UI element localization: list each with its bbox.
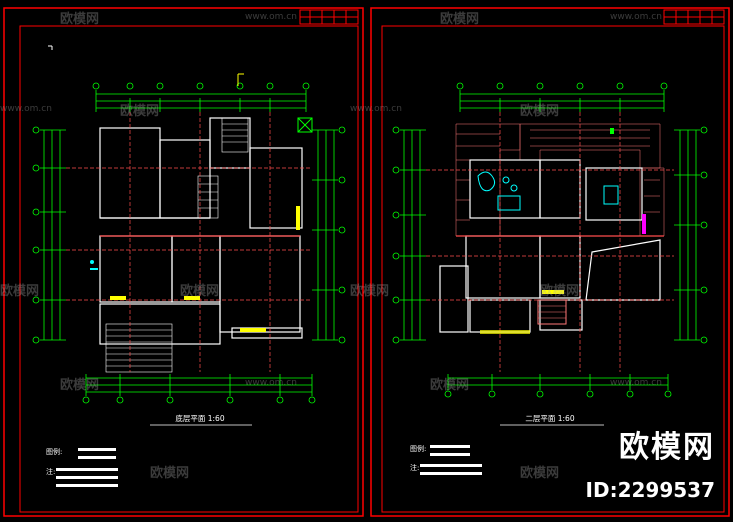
left-sheet-border [3,7,364,517]
watermark-logo: 欧模网 [0,284,40,299]
left-interior-grid [66,112,312,372]
brand-id-text: ID:2299537 [585,478,715,502]
left-accents [48,45,313,332]
watermark-url: www.om.cn [0,104,52,114]
left-legend-swatch-2 [78,456,116,459]
right-sheet: 二层平面 1:60 图例: 注: [370,7,730,517]
watermark-logo: 欧模网 [440,12,480,27]
right-dimensions-side-right [674,129,700,341]
watermark-logo: 欧模网 [180,284,220,299]
right-legend-swatch-2 [430,453,470,456]
watermark-url: www.om.cn [245,12,297,22]
left-grid-axes [32,82,346,404]
left-note-line-3 [56,484,118,487]
right-dimensions-bottom [447,374,669,390]
watermark-logo: 欧模网 [350,284,390,299]
right-title-block [663,9,725,25]
watermark-logo: 欧模网 [520,466,560,481]
watermark-logo: 欧模网 [430,378,470,393]
left-dimensions-side-left [40,129,66,341]
watermark-logo: 欧模网 [60,12,100,27]
right-sheet-border [370,7,730,517]
watermark-url: www.om.cn [245,378,297,388]
left-legend-label: 图例: [46,447,62,456]
brand-logo-text: 欧模网 [619,430,715,465]
left-sheet: 底层平面 1:60 图例: 注: [3,7,364,517]
left-sheet-title: 底层平面 1:60 [175,413,224,423]
left-dimensions-bottom [85,374,313,396]
watermark-url: www.om.cn [610,378,662,388]
right-sheet-title: 二层平面 1:60 [525,414,574,423]
right-interior-grid [426,112,674,372]
watermark-url: www.om.cn [610,12,662,22]
right-note-label: 注: [410,463,419,472]
left-dimensions-side-right [312,129,338,341]
watermark-logo: 欧模网 [540,284,580,299]
left-stairs [105,117,249,373]
left-title-block [299,9,359,25]
right-roof-hatch [455,123,665,237]
left-note-label: 注: [46,467,55,476]
right-note-line-2 [420,472,482,475]
left-note-line-2 [56,476,118,479]
right-accents [477,128,646,334]
left-note-line-1 [56,468,118,471]
watermark-logo: 欧模网 [520,104,560,119]
right-grid-axes [392,82,708,398]
right-note-line-1 [420,464,482,467]
watermark-logo: 欧模网 [150,466,190,481]
watermark-logo: 欧模网 [120,104,160,119]
watermark-url: www.om.cn [350,104,402,114]
left-legend-swatch-1 [78,448,116,451]
right-dimensions-top [459,90,665,112]
right-dimensions-side-left [400,129,426,341]
left-dimensions-top [95,90,307,112]
right-legend-label: 图例: [410,444,426,453]
left-sheet-inner-border [19,25,359,513]
right-sheet-inner-border [381,25,725,513]
right-legend-swatch-1 [430,445,470,448]
watermark-logo: 欧模网 [60,378,100,393]
